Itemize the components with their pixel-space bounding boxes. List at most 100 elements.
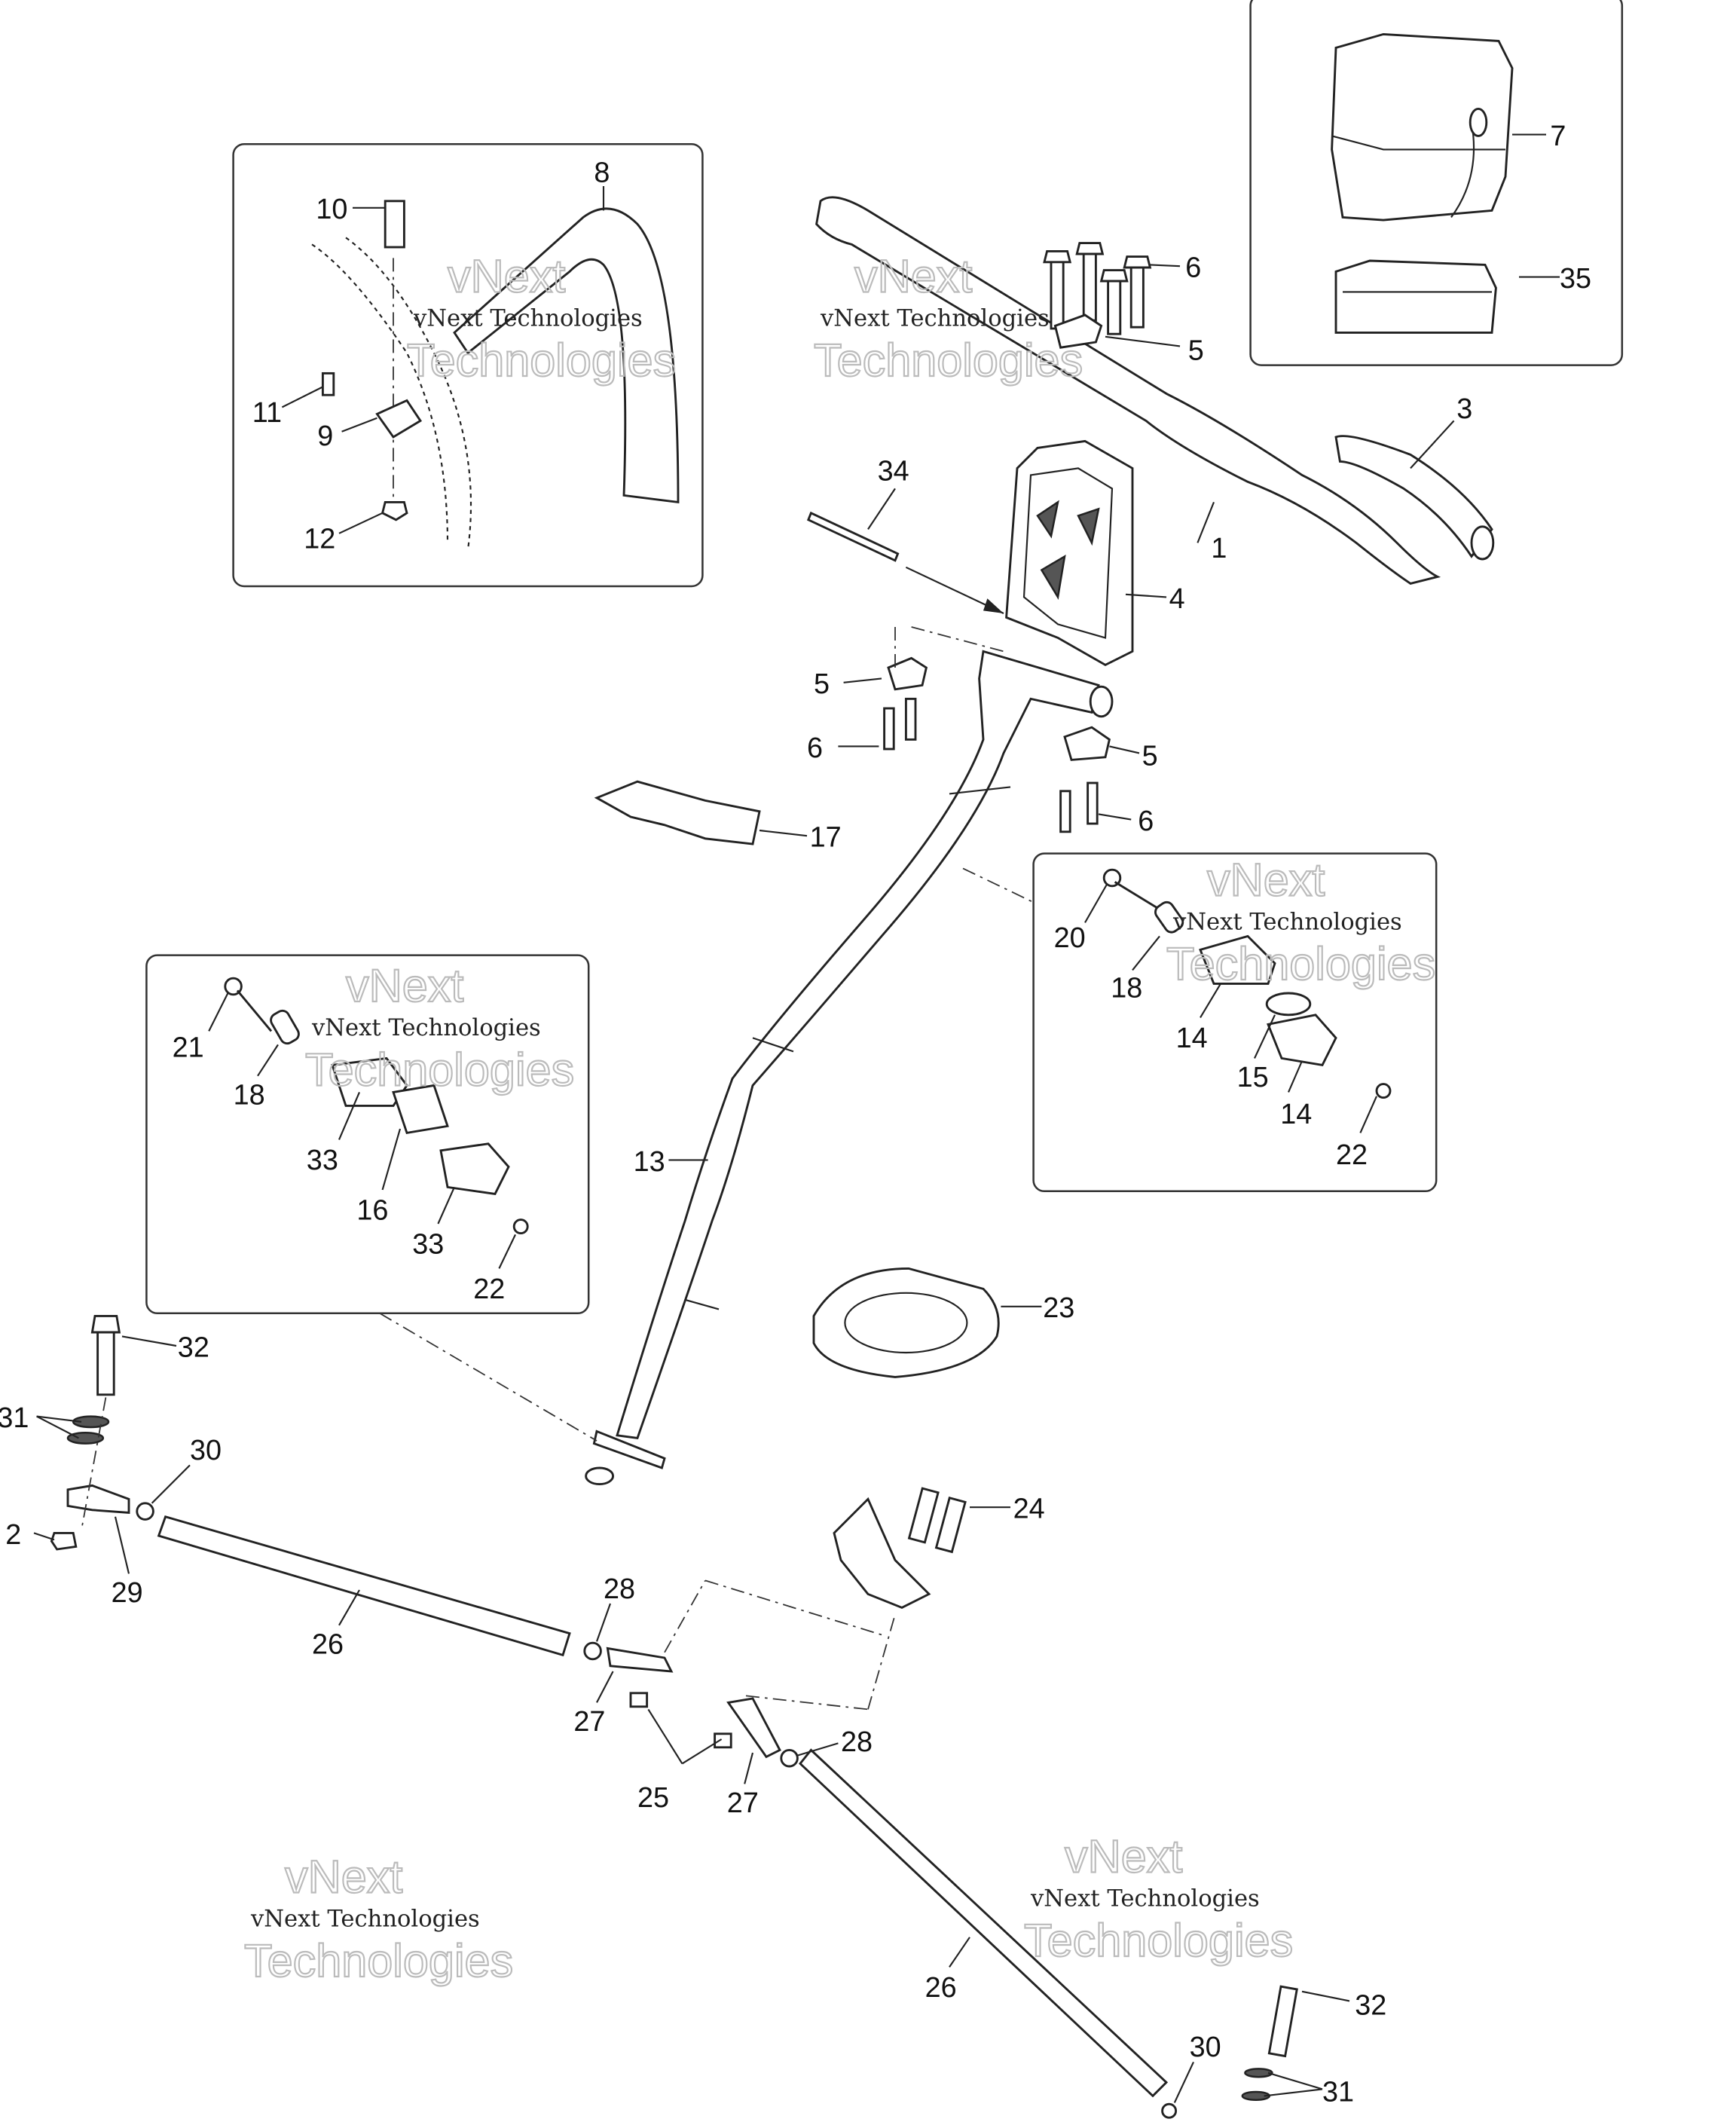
callout-32: 32 — [1355, 1989, 1386, 2021]
callout-27: 27 — [573, 1706, 605, 1738]
callout-12: 12 — [304, 524, 335, 555]
svg-text:vNext: vNext — [346, 960, 463, 1011]
pad-insert-part-35 — [1334, 259, 1497, 334]
tie-rod-inner-ends — [583, 1579, 896, 1768]
callout-13: 13 — [634, 1146, 665, 1178]
svg-text:vNext Technologies: vNext Technologies — [1030, 1885, 1260, 1912]
dash-line — [379, 1313, 598, 1442]
handlebar-loop-part-8 — [311, 200, 680, 550]
callout-25: 25 — [637, 1782, 669, 1814]
clamp-part-5-left — [887, 656, 928, 691]
handlebar-pad-part-7 — [1331, 32, 1514, 222]
bracket-part-24 — [833, 1487, 967, 1609]
svg-text:vNext Technologies: vNext Technologies — [311, 1015, 541, 1041]
callout-18: 18 — [1111, 972, 1142, 1004]
svg-text:vNext: vNext — [285, 1851, 402, 1902]
svg-text:Technologies: Technologies — [407, 335, 676, 386]
grip-part-3 — [1334, 435, 1495, 561]
callout-labels: 1 3 4 5 5 5 6 6 6 7 8 9 10 11 12 13 14 1… — [0, 121, 1591, 2108]
detail-box-clamp-left — [145, 954, 590, 1315]
detail-box-handlebar-alt — [232, 142, 704, 588]
dash-line — [962, 867, 1034, 904]
callout-6: 6 — [807, 732, 823, 764]
callout-32: 32 — [178, 1332, 209, 1363]
boot-part-23 — [812, 1267, 1000, 1378]
callout-31: 31 — [1322, 2077, 1354, 2108]
clamp-part-5-right — [1063, 726, 1111, 761]
callout-16: 16 — [356, 1195, 388, 1227]
callout-23: 23 — [1043, 1292, 1074, 1324]
callout-2: 2 — [5, 1519, 21, 1551]
svg-text:Technologies: Technologies — [1166, 938, 1435, 989]
watermark: vNext vNext Technologies Technologies — [1166, 853, 1436, 990]
svg-text:vNext Technologies: vNext Technologies — [413, 305, 643, 332]
callout-21: 21 — [173, 1032, 204, 1064]
callout-5: 5 — [1142, 741, 1158, 772]
callout-14: 14 — [1176, 1023, 1208, 1054]
bolts-part-6-lower — [883, 697, 1099, 833]
callout-33: 33 — [307, 1145, 338, 1176]
callout-22: 22 — [1336, 1139, 1368, 1171]
plate-part-17 — [594, 780, 761, 845]
callout-1: 1 — [1211, 533, 1227, 564]
svg-text:vNext: vNext — [1065, 1830, 1182, 1882]
callout-17: 17 — [810, 822, 842, 854]
dash-line — [911, 626, 1004, 653]
callout-3: 3 — [1456, 393, 1472, 425]
clamp-detail-left-parts — [224, 977, 529, 1235]
svg-text:Technologies: Technologies — [1024, 1915, 1293, 1966]
watermark: vNext vNext Technologies Technologies — [1023, 1830, 1294, 1967]
callout-10: 10 — [316, 194, 347, 225]
callout-9: 9 — [317, 420, 333, 452]
svg-text:vNext Technologies: vNext Technologies — [820, 305, 1050, 332]
callout-8: 8 — [594, 157, 610, 189]
callout-27: 27 — [727, 1787, 759, 1819]
clamp-detail-right-parts — [1102, 868, 1392, 1099]
callout-5: 5 — [814, 668, 830, 700]
callout-26: 26 — [312, 1629, 344, 1661]
bolts-part-6-top — [1043, 242, 1152, 335]
callout-35: 35 — [1560, 263, 1591, 295]
callout-18: 18 — [234, 1080, 265, 1111]
callout-31: 31 — [0, 1402, 29, 1434]
watermark: vNext vNext Technologies Technologies — [813, 249, 1083, 387]
svg-text:Technologies: Technologies — [814, 335, 1083, 386]
clamp-part-5-top — [1053, 313, 1103, 349]
handlebar-part-1 — [815, 196, 1441, 585]
callout-22: 22 — [473, 1274, 505, 1305]
tie-rod-part-26-left — [157, 1515, 571, 1657]
callout-20: 20 — [1054, 922, 1086, 954]
arrow-head-34 — [983, 598, 1004, 613]
callout-11: 11 — [252, 397, 282, 429]
callout-15: 15 — [1237, 1062, 1269, 1093]
callout-30: 30 — [1190, 2032, 1221, 2063]
callout-34: 34 — [878, 456, 909, 488]
detail-box-pad — [1249, 0, 1624, 366]
watermark: vNext vNext Technologies Technologies — [243, 1850, 514, 1987]
boot-inner — [844, 1292, 968, 1354]
callout-28: 28 — [604, 1573, 635, 1605]
svg-text:vNext: vNext — [854, 250, 972, 301]
svg-text:vNext: vNext — [448, 250, 565, 301]
svg-text:vNext Technologies: vNext Technologies — [1172, 909, 1402, 935]
svg-text:Technologies: Technologies — [305, 1044, 574, 1095]
callout-26: 26 — [925, 1972, 957, 2004]
callout-4: 4 — [1169, 583, 1185, 615]
callout-6: 6 — [1185, 252, 1201, 284]
tie-rod-left-end — [50, 1314, 154, 1551]
callout-5: 5 — [1188, 335, 1204, 366]
svg-text:vNext Technologies: vNext Technologies — [250, 1906, 480, 1932]
callout-7: 7 — [1550, 121, 1566, 152]
callout-6: 6 — [1138, 806, 1154, 837]
callout-28: 28 — [841, 1726, 873, 1758]
callout-24: 24 — [1013, 1494, 1045, 1525]
pin-part-34 — [806, 511, 900, 562]
svg-text:Technologies: Technologies — [244, 1935, 513, 1986]
detail-box-clamp-right — [1032, 852, 1438, 1193]
steering-column-part-13 — [585, 650, 1114, 1486]
callout-14: 14 — [1280, 1099, 1312, 1130]
tie-rod-right-end — [1161, 1985, 1298, 2119]
watermark: vNext vNext Technologies Technologies — [406, 249, 677, 387]
callout-33: 33 — [412, 1229, 444, 1261]
